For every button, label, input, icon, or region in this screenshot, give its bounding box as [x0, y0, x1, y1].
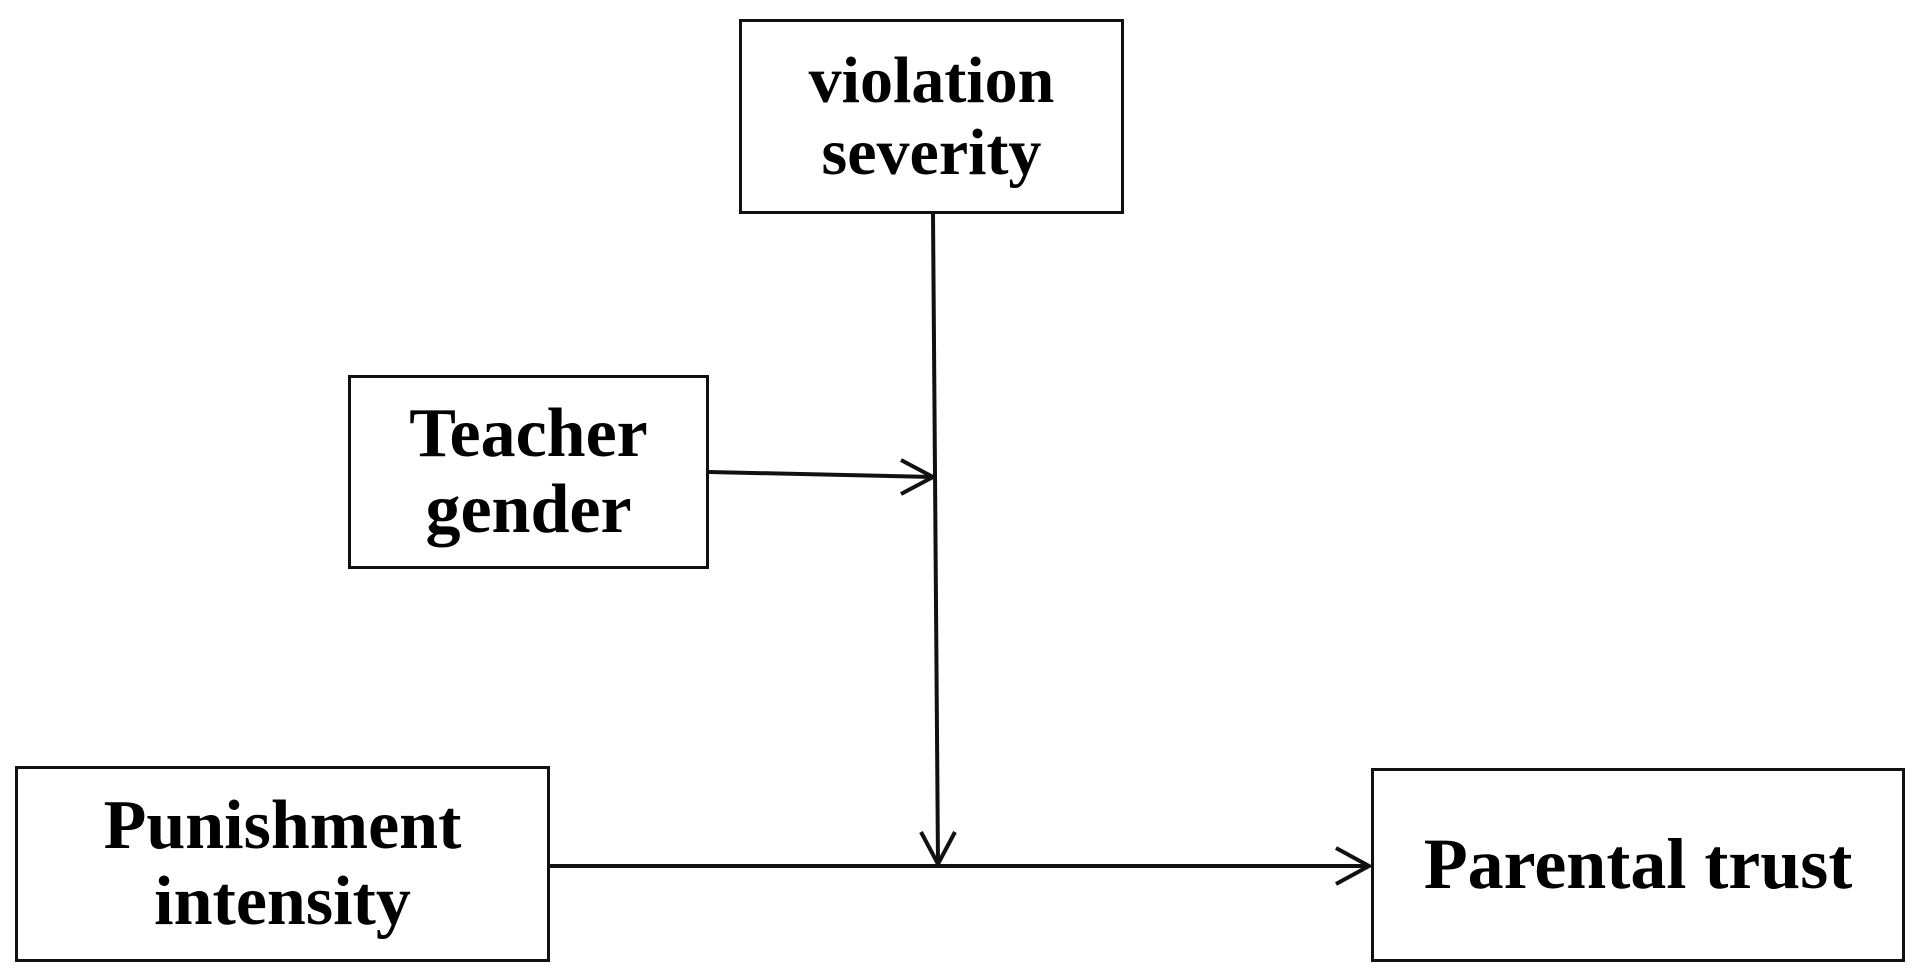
- edge-violation-to-main-path: [931, 213, 940, 865]
- arrowhead-to-moderation-path: [900, 458, 938, 496]
- punishment-intensity-line1: Punishment: [103, 787, 462, 865]
- teacher-gender-box: Teacher gender: [348, 375, 709, 569]
- parental-trust-label: Parental trust: [1423, 824, 1853, 905]
- teacher-gender-line1: Teacher: [409, 395, 648, 473]
- violation-severity-line2: severity: [821, 115, 1042, 189]
- arrowhead-to-trust: [1335, 846, 1374, 886]
- parental-trust-box: Parental trust: [1371, 768, 1905, 962]
- punishment-intensity-line2: intensity: [154, 863, 411, 940]
- punishment-intensity-box: Punishment intensity: [15, 766, 550, 962]
- violation-severity-line1: violation: [808, 44, 1055, 118]
- violation-severity-box: violation severity: [739, 19, 1124, 214]
- edge-teacher-to-moderation-path: [708, 470, 934, 479]
- arrowhead-to-main-path: [919, 831, 957, 869]
- teacher-gender-line2: gender: [425, 471, 632, 548]
